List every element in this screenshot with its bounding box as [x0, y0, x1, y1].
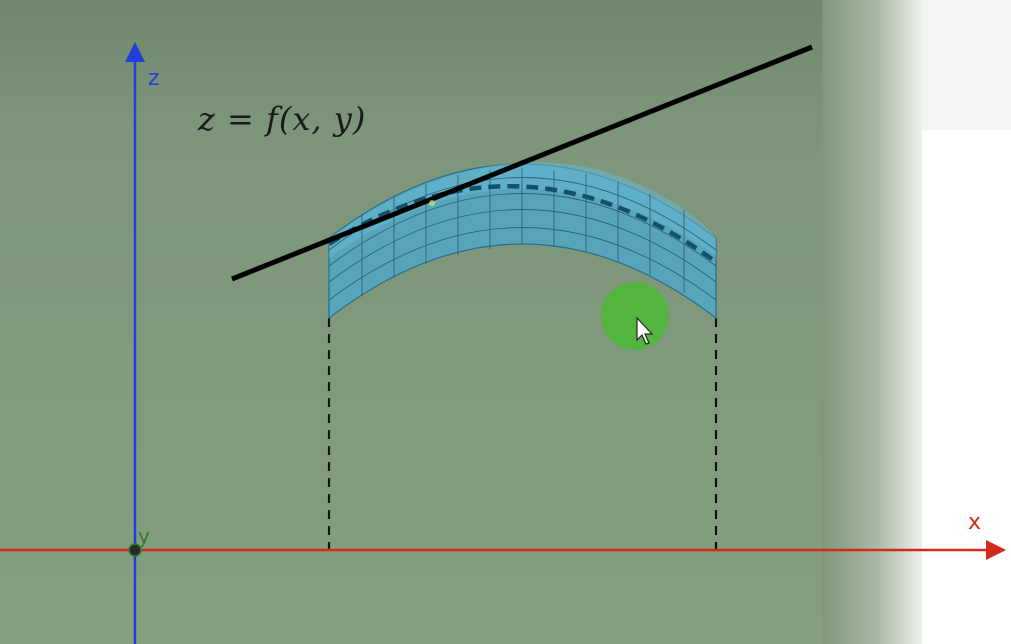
y-axis-label: y	[138, 524, 150, 548]
function-equation-label: z = f(x, y)	[198, 100, 367, 138]
side-panel-shade	[922, 0, 1011, 130]
canvas-right-fade	[822, 0, 922, 644]
x-axis-label: x	[968, 510, 982, 535]
canvas-background	[0, 0, 822, 644]
mouse-pointer-icon	[636, 316, 654, 345]
surface-point[interactable]	[429, 200, 435, 206]
tangent-line[interactable]	[231, 44, 813, 282]
surface-trace-curve	[327, 183, 718, 264]
origin-point	[128, 543, 142, 557]
cursor-highlight	[601, 282, 669, 350]
z-axis-label: z	[148, 66, 160, 91]
